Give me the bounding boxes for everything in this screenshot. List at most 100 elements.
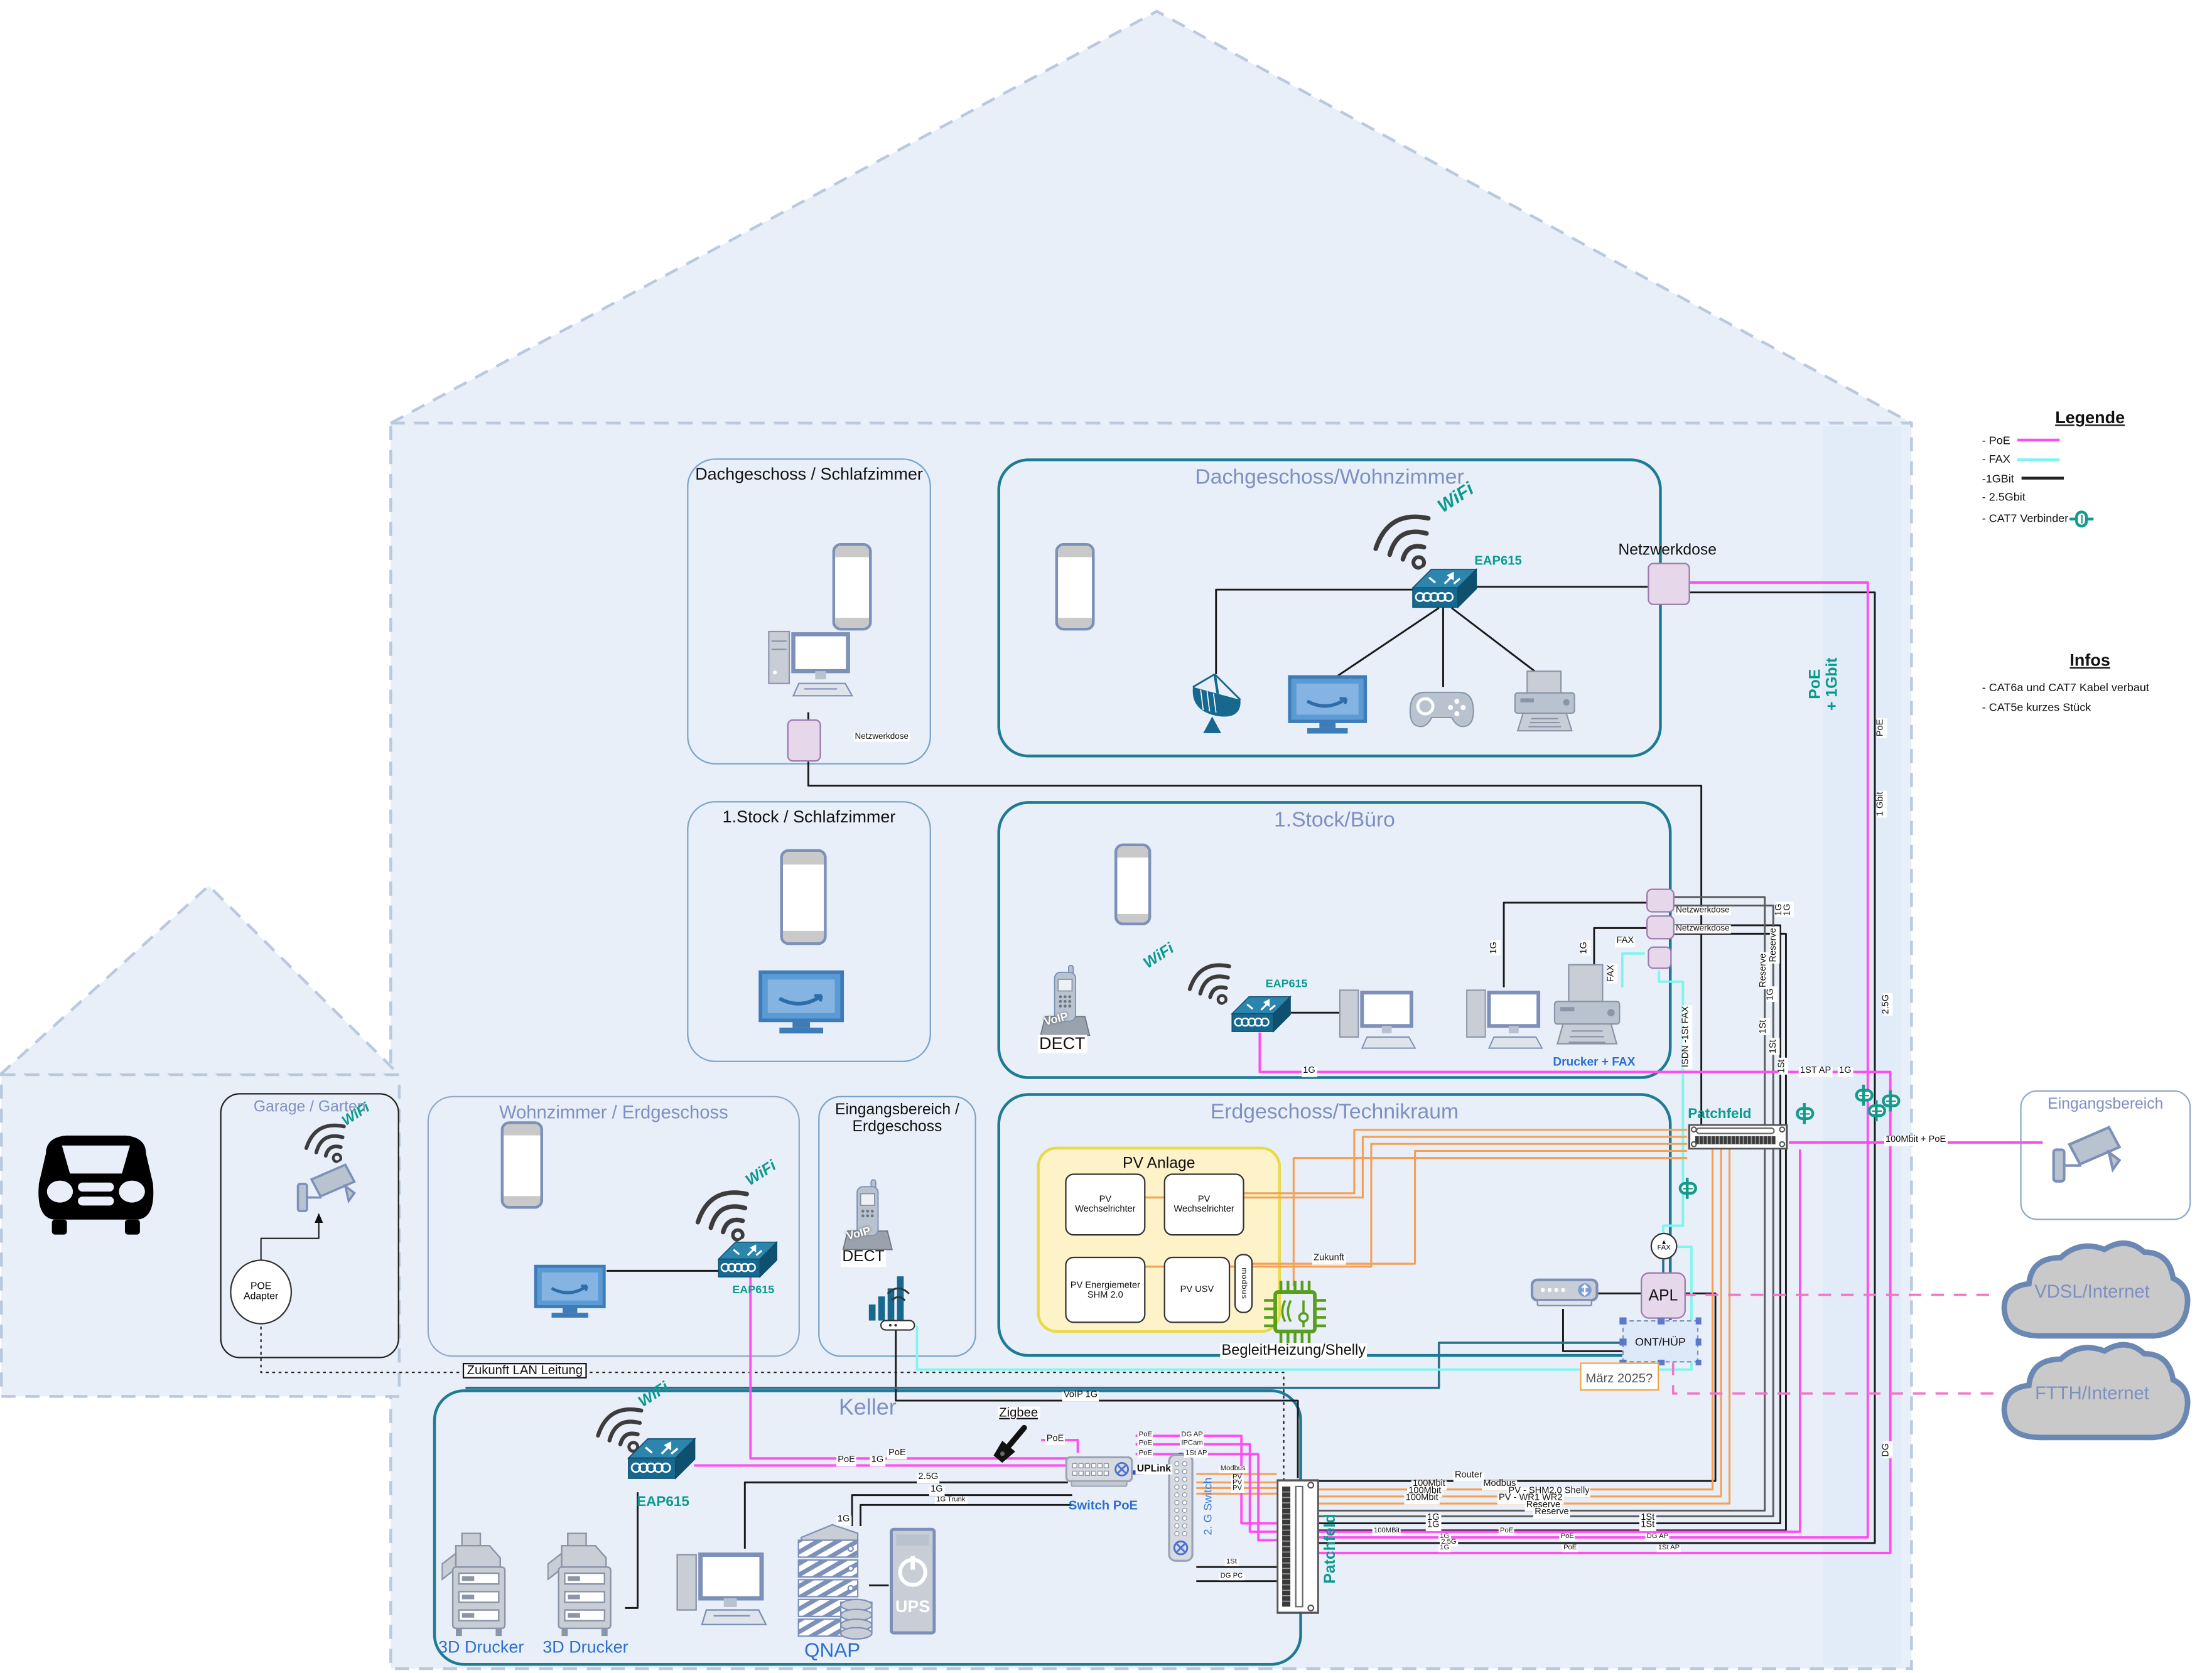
- smartphone[interactable]: [1055, 543, 1095, 631]
- cable-label: PoE: [1137, 1431, 1154, 1440]
- pv-wechselrichter-2[interactable]: PV Wechselrichter: [1163, 1173, 1244, 1236]
- cable-label: 100MBit: [1372, 1527, 1401, 1536]
- netzwerkdose[interactable]: [787, 719, 821, 762]
- 3d-drucker-1[interactable]: [441, 1530, 519, 1638]
- game-controller-icon[interactable]: [1406, 687, 1477, 731]
- pv-wechselrichter-1[interactable]: PV Wechselrichter: [1065, 1173, 1146, 1236]
- patchfeld-panel[interactable]: [1687, 1124, 1789, 1150]
- dect-handset[interactable]: VoIP: [1039, 964, 1092, 1038]
- room-title: Erdgeschoss/Technikraum: [1210, 1100, 1459, 1124]
- desktop-pc[interactable]: [766, 625, 853, 704]
- cable-label: 1G: [1302, 1066, 1317, 1077]
- ups[interactable]: UPS: [888, 1524, 936, 1639]
- modbus-label: modbus: [1239, 1267, 1248, 1299]
- keller-pc[interactable]: [674, 1546, 767, 1633]
- cable-label: 1G: [1580, 940, 1591, 955]
- legend-title: Legende: [2055, 407, 2125, 428]
- dect-basestation-icon[interactable]: [866, 1269, 920, 1331]
- begleitheizung-label: BegleitHeizung/Shelly: [1220, 1343, 1368, 1359]
- cable-label: Reserve: [1533, 1507, 1570, 1519]
- smartphone[interactable]: [780, 849, 827, 945]
- cable-label: Reserve: [1769, 926, 1780, 964]
- cable-label: 100Mbit + PoE: [1884, 1135, 1948, 1146]
- printer-icon[interactable]: [1509, 669, 1580, 733]
- cloud-vdsl-label: VDSL/Internet: [2034, 1281, 2150, 1302]
- cable-label: 1 Gbit: [1875, 790, 1887, 818]
- dect-handset[interactable]: VoIP: [841, 1179, 894, 1252]
- cable-label: DG PC: [1219, 1572, 1244, 1581]
- fax-node[interactable]: ▲ FAX: [1650, 1232, 1678, 1260]
- cable-label: 1St: [1777, 1058, 1788, 1075]
- eap615-label: EAP615: [637, 1495, 689, 1510]
- dect-label: DECT: [841, 1249, 886, 1267]
- pv-usv[interactable]: PV USV: [1163, 1256, 1231, 1323]
- cable-label: 1St: [1224, 1558, 1239, 1567]
- zigbee-stick-icon[interactable]: [988, 1419, 1035, 1466]
- patchfeld-keller-panel[interactable]: [1276, 1478, 1319, 1615]
- maerz-note: März 2025?: [1580, 1362, 1659, 1391]
- 3d-drucker-label-2: 3D Drucker: [542, 1637, 629, 1657]
- 3d-drucker-2[interactable]: [547, 1530, 625, 1638]
- access-point-eap615[interactable]: [1230, 990, 1292, 1035]
- room-title: Dachgeschoss/Wohnzimmer: [1195, 465, 1464, 490]
- legend-item-label: -1GBit: [1982, 471, 2014, 485]
- room-eingangsbereich[interactable]: Eingangsbereich: [2020, 1090, 2191, 1220]
- ip-camera-icon[interactable]: [2048, 1117, 2127, 1187]
- poe-1gbit-vertical-label: PoE + 1Gbit: [1807, 657, 1842, 711]
- tv-amazon[interactable]: [758, 967, 845, 1038]
- smartphone[interactable]: [832, 543, 872, 631]
- netzwerkdose-fax[interactable]: [1648, 946, 1672, 969]
- satellite-dish-icon[interactable]: [1188, 671, 1244, 733]
- room-dachgeschoss-schlafzimmer[interactable]: Dachgeschoss / Schlafzimmer: [687, 458, 931, 765]
- switch-poe[interactable]: [1065, 1453, 1135, 1489]
- cable-label: 2.5G: [917, 1472, 940, 1483]
- cable-label: Modbus: [1219, 1465, 1247, 1474]
- tv-amazon[interactable]: [533, 1259, 607, 1324]
- dect-label: DECT: [1037, 1035, 1087, 1053]
- cloud-ftth[interactable]: FTTH/Internet: [1989, 1337, 2195, 1450]
- access-point-eap615[interactable]: [1411, 561, 1479, 612]
- room-title: 1.Stock / Schlafzimmer: [722, 807, 896, 827]
- access-point-eap615[interactable]: [627, 1430, 697, 1483]
- shelly-chip-icon[interactable]: [1264, 1281, 1326, 1343]
- cable-label: 1G Trunk: [934, 1496, 967, 1505]
- room-title: Wohnzimmer / Erdgeschoss: [499, 1101, 728, 1123]
- cable-label: DG AP: [1180, 1431, 1204, 1440]
- access-point-eap615[interactable]: [716, 1235, 779, 1281]
- cable-label: FAX: [1615, 936, 1636, 947]
- ont-huep-box[interactable]: ONT/HÜP: [1619, 1317, 1702, 1365]
- cable-label: 1St AP: [1656, 1544, 1681, 1552]
- cable-label: 100Mbit: [1404, 1493, 1440, 1505]
- poe-adapter[interactable]: POE Adapter: [230, 1259, 293, 1325]
- netzwerkdose[interactable]: [1648, 562, 1690, 605]
- office-pc-2[interactable]: [1464, 984, 1543, 1055]
- office-pc-1[interactable]: [1337, 984, 1416, 1055]
- netzwerkdose[interactable]: [1646, 888, 1675, 913]
- legend-item-label: - CAT7 Verbinder: [1982, 512, 2069, 525]
- cable-label: 1G: [1783, 902, 1794, 918]
- cable-label: Zukunft: [1312, 1254, 1346, 1265]
- modbus-box[interactable]: modbus: [1234, 1254, 1253, 1313]
- car-icon[interactable]: [25, 1126, 166, 1235]
- ip-camera-icon[interactable]: [293, 1156, 361, 1215]
- room-title: Eingangsbereich / Erdgeschoss: [835, 1101, 959, 1136]
- pv-energiemeter[interactable]: PV Energiemeter SHM 2.0: [1065, 1256, 1146, 1323]
- qnap-nas[interactable]: [790, 1520, 875, 1642]
- tv-amazon[interactable]: [1287, 674, 1368, 736]
- cat7-connector-icon: [1678, 1181, 1697, 1195]
- cable-label: IPCam: [1180, 1439, 1204, 1448]
- modem-router[interactable]: [1530, 1278, 1599, 1309]
- cable-label: Zukunft LAN Leitung: [462, 1363, 587, 1379]
- cat7-connector-icon: [1796, 1107, 1815, 1120]
- cable-label: 1St AP: [1184, 1450, 1209, 1458]
- smartphone[interactable]: [500, 1121, 544, 1209]
- cable-label: PoE: [887, 1448, 908, 1460]
- cable-label: PV: [1231, 1485, 1244, 1493]
- apl-box[interactable]: APL: [1641, 1272, 1686, 1319]
- cloud-vdsl[interactable]: VDSL/Internet: [1989, 1235, 2195, 1348]
- netzwerkdose[interactable]: [1646, 915, 1675, 940]
- smartphone[interactable]: [1114, 843, 1152, 925]
- cable-label: PoE: [1562, 1544, 1578, 1552]
- wifi-icon: [678, 1168, 773, 1258]
- cable-label: Netzwerkdose: [1674, 906, 1731, 916]
